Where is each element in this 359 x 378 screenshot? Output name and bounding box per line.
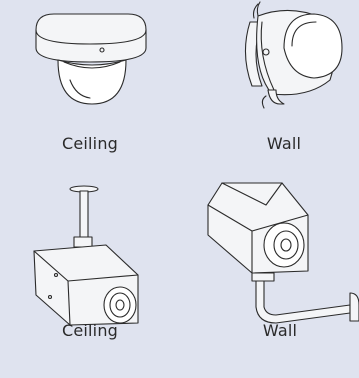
mount-label: Wall xyxy=(224,134,344,153)
box-camera-ceiling-icon xyxy=(20,185,160,325)
mount-option-ceiling-dome[interactable]: Ceiling xyxy=(20,0,160,165)
mount-label: Wall xyxy=(220,321,340,340)
mount-label: Ceiling xyxy=(30,321,150,340)
dome-camera-wall-icon xyxy=(218,0,358,130)
mount-label: Ceiling xyxy=(30,134,150,153)
mount-option-wall-box[interactable]: Wall xyxy=(200,175,359,355)
dome-camera-ceiling-icon xyxy=(20,0,160,130)
mount-option-wall-dome[interactable]: Wall xyxy=(218,0,358,165)
box-camera-wall-icon xyxy=(200,175,359,325)
mount-option-ceiling-box[interactable]: Ceiling xyxy=(20,185,160,355)
